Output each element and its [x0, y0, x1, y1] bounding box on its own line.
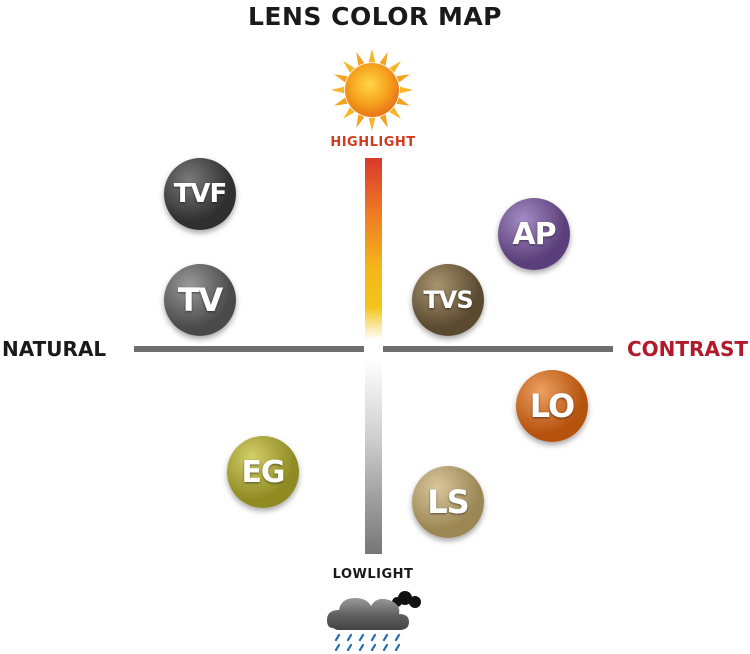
rain-cloud-icon	[327, 591, 421, 652]
lens-ls: LS	[412, 466, 484, 538]
contrast-axis-line	[383, 346, 613, 352]
highlight-gradient-bar	[365, 158, 382, 340]
map-title: LENS COLOR MAP	[247, 2, 503, 31]
sun-icon	[331, 49, 413, 131]
lowlight-label: LOWLIGHT	[332, 567, 414, 582]
lens-tvs-label: TVS	[423, 286, 473, 314]
lens-tv-label: TV	[177, 281, 224, 319]
contrast-label: CONTRAST	[627, 337, 748, 361]
lens-tvf-label: TVF	[173, 179, 228, 209]
lens-tvs: TVS	[412, 264, 484, 336]
lens-lo-label: LO	[529, 387, 575, 425]
lens-eg: EG	[227, 436, 299, 508]
natural-axis-line	[134, 346, 364, 352]
highlight-label: HIGHLIGHT	[330, 135, 416, 150]
lens-tv: TV	[164, 264, 236, 336]
lens-tvf: TVF	[164, 158, 236, 230]
lens-eg-label: EG	[241, 454, 285, 490]
natural-label: NATURAL	[2, 337, 107, 361]
lens-ap: AP	[498, 198, 570, 270]
lens-ls-label: LS	[427, 483, 469, 521]
lens-lo: LO	[516, 370, 588, 442]
lens-ap-label: AP	[512, 216, 556, 252]
lowlight-gradient-bar	[365, 360, 382, 554]
